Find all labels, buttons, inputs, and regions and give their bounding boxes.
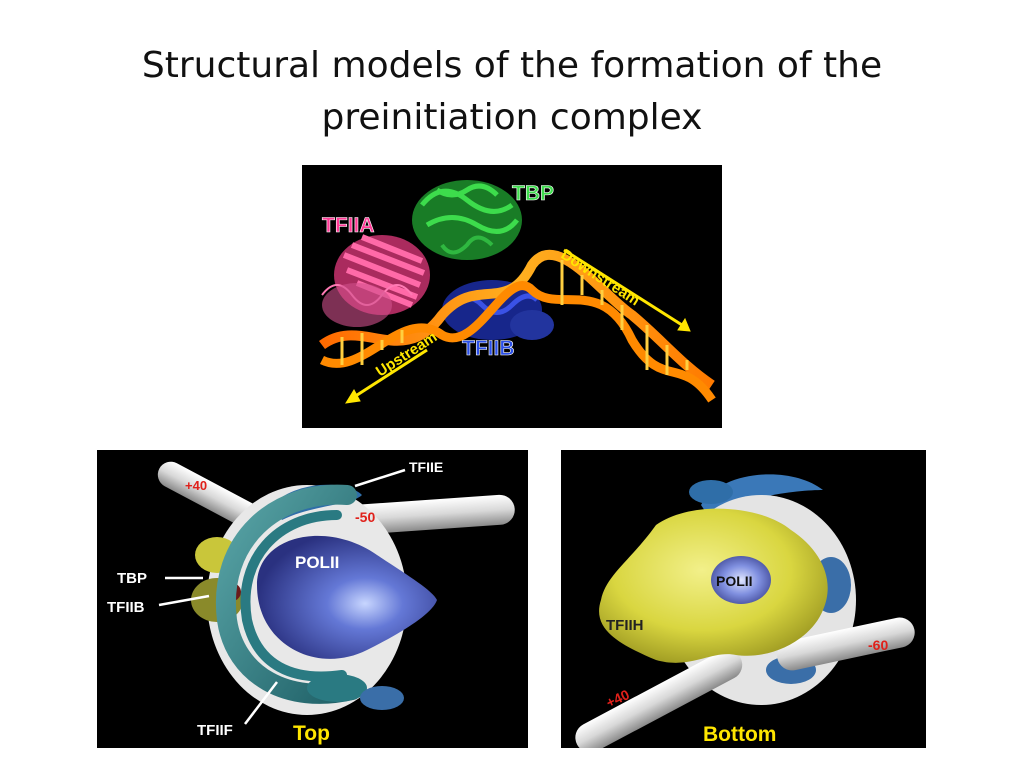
dna-tube-lower bbox=[575, 649, 743, 748]
dna-helix bbox=[319, 249, 716, 403]
minus50-label: -50 bbox=[355, 509, 375, 525]
title-line-2: preinitiation complex bbox=[321, 97, 703, 138]
polii-body bbox=[257, 535, 437, 659]
tfiia-label: TFIIA bbox=[322, 214, 375, 237]
title-line-1: Structural models of the formation of th… bbox=[141, 45, 883, 86]
tfiie-label: TFIIE bbox=[409, 459, 443, 475]
crystal-structure-panel: TBP TFIIA TFIIB Downstream Upstream bbox=[302, 165, 722, 428]
polii-label: POLII bbox=[295, 553, 339, 572]
tfiib-label: TFIIB bbox=[462, 337, 515, 360]
top-caption: Top bbox=[293, 722, 330, 745]
tbp-label: TBP bbox=[117, 570, 147, 587]
polii-window bbox=[711, 556, 771, 604]
top-view-model: +40 -50 TFIIE POLII TBP TFIIB TFIIF Top bbox=[107, 459, 515, 745]
plus40-label: +40 bbox=[185, 478, 207, 493]
tfiih-label: TFIIH bbox=[606, 617, 644, 634]
tfiif-structure bbox=[215, 484, 367, 704]
tfiif-label: TFIIF bbox=[197, 722, 233, 739]
minus60-label: -60 bbox=[868, 637, 888, 653]
slide-title: Structural models of the formation of th… bbox=[0, 40, 1024, 144]
downstream-arrow bbox=[563, 248, 691, 332]
upstream-arrow bbox=[345, 348, 428, 404]
bottom-view-panel: POLII TFIIH -60 +40 Bottom bbox=[561, 450, 926, 748]
polii-label: POLII bbox=[716, 573, 753, 589]
bottom-view-model: POLII TFIIH -60 +40 Bottom bbox=[575, 474, 915, 748]
bottom-caption: Bottom bbox=[703, 723, 776, 746]
tfiia-structure bbox=[321, 234, 430, 327]
top-view-panel: +40 -50 TFIIE POLII TBP TFIIB TFIIF Top bbox=[97, 450, 528, 748]
tbp-structure bbox=[412, 180, 522, 260]
tbp-label: TBP bbox=[512, 182, 554, 205]
dna-tube-right bbox=[777, 617, 915, 671]
crystal-structure-image: TBP TFIIA TFIIB Downstream Upstream bbox=[319, 180, 716, 404]
tfiib-label: TFIIB bbox=[107, 599, 145, 616]
